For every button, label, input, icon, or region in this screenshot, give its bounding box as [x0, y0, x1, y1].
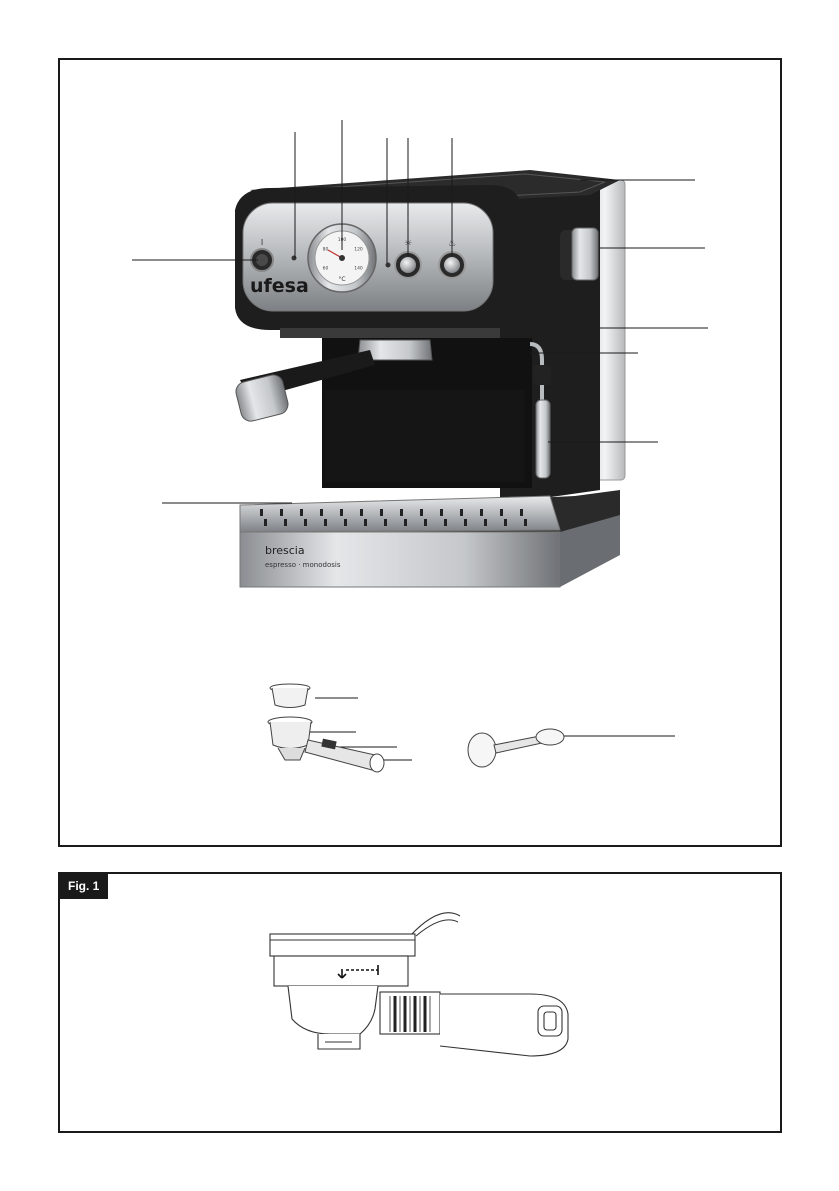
measuring-spoon: [535, 728, 565, 746]
drip-tray-front: [239, 531, 561, 588]
drip-slot: [404, 519, 407, 526]
drip-slot: [300, 509, 303, 516]
thermometer-tick-label: 60: [323, 266, 329, 272]
drip-slot: [324, 519, 327, 526]
steam-knob: [571, 227, 599, 281]
drip-slot: [320, 509, 323, 516]
drip-tray-slots: [260, 509, 527, 526]
filter-holder: [269, 721, 312, 749]
power-indicator-light: [291, 255, 297, 261]
drip-slot: [500, 509, 503, 516]
thermometer-tick-label: 140: [354, 266, 363, 272]
drip-tray-side: [560, 515, 620, 587]
drip-slot: [420, 509, 423, 516]
drip-slot: [484, 519, 487, 526]
figure-1-panel: Fig. 1: [58, 872, 782, 1133]
drip-slot: [304, 519, 307, 526]
drip-slot: [464, 519, 467, 526]
portafilter-handle-end: [235, 374, 289, 422]
brew-head-outline: [269, 933, 416, 957]
drip-slot: [424, 519, 427, 526]
drip-slot: [284, 519, 287, 526]
drip-slot: [264, 519, 267, 526]
drip-slot: [480, 509, 483, 516]
drip-slot: [364, 519, 367, 526]
brand-logo: ufesa: [250, 275, 309, 297]
drip-slot: [384, 519, 387, 526]
steam-wand-joint: [533, 365, 551, 385]
measuring-spoon-handle: [493, 735, 543, 754]
portafilter-basket-outline: [287, 985, 379, 1035]
drip-slot: [440, 509, 443, 516]
drip-slot: [524, 519, 527, 526]
drip-slot: [380, 509, 383, 516]
drip-slot: [460, 509, 463, 516]
machine-curve-outline: [409, 912, 461, 937]
brew-head-ring: [280, 328, 500, 338]
drip-slot: [504, 519, 507, 526]
thermometer-tick-label: 120: [354, 247, 363, 253]
tamper-head: [467, 732, 497, 768]
figure-label: Fig. 1: [60, 874, 109, 899]
ready-indicator-light: [385, 262, 391, 268]
group-head-outline: [273, 955, 409, 987]
filter-holder-handle: [304, 739, 376, 771]
single-filter-cup: [271, 687, 309, 708]
model-subtitle: espresso · monodosis: [265, 561, 341, 569]
thermometer-tick-label: 80: [323, 247, 329, 253]
steam-wand-nozzle: [535, 399, 551, 479]
power-symbol: I: [261, 238, 263, 247]
drip-slot: [344, 519, 347, 526]
drip-slot: [520, 509, 523, 516]
callout-lines: [132, 120, 708, 761]
filter-holder-handle-end: [369, 753, 385, 773]
drip-slot: [260, 509, 263, 516]
steam-wand-pipe: [529, 342, 544, 465]
portafilter-collar-ribs: [389, 996, 431, 1032]
drip-slot: [340, 509, 343, 516]
thermometer-unit: °C: [338, 276, 345, 283]
drip-slot: [444, 519, 447, 526]
lock-arrow-icon: [337, 965, 379, 979]
drip-slot: [360, 509, 363, 516]
portafilter-insertion-diagram: [269, 912, 569, 1057]
drip-slot: [280, 509, 283, 516]
model-name: brescia: [265, 544, 305, 557]
portafilter-handle-outline: [439, 993, 569, 1057]
drip-slot: [400, 509, 403, 516]
